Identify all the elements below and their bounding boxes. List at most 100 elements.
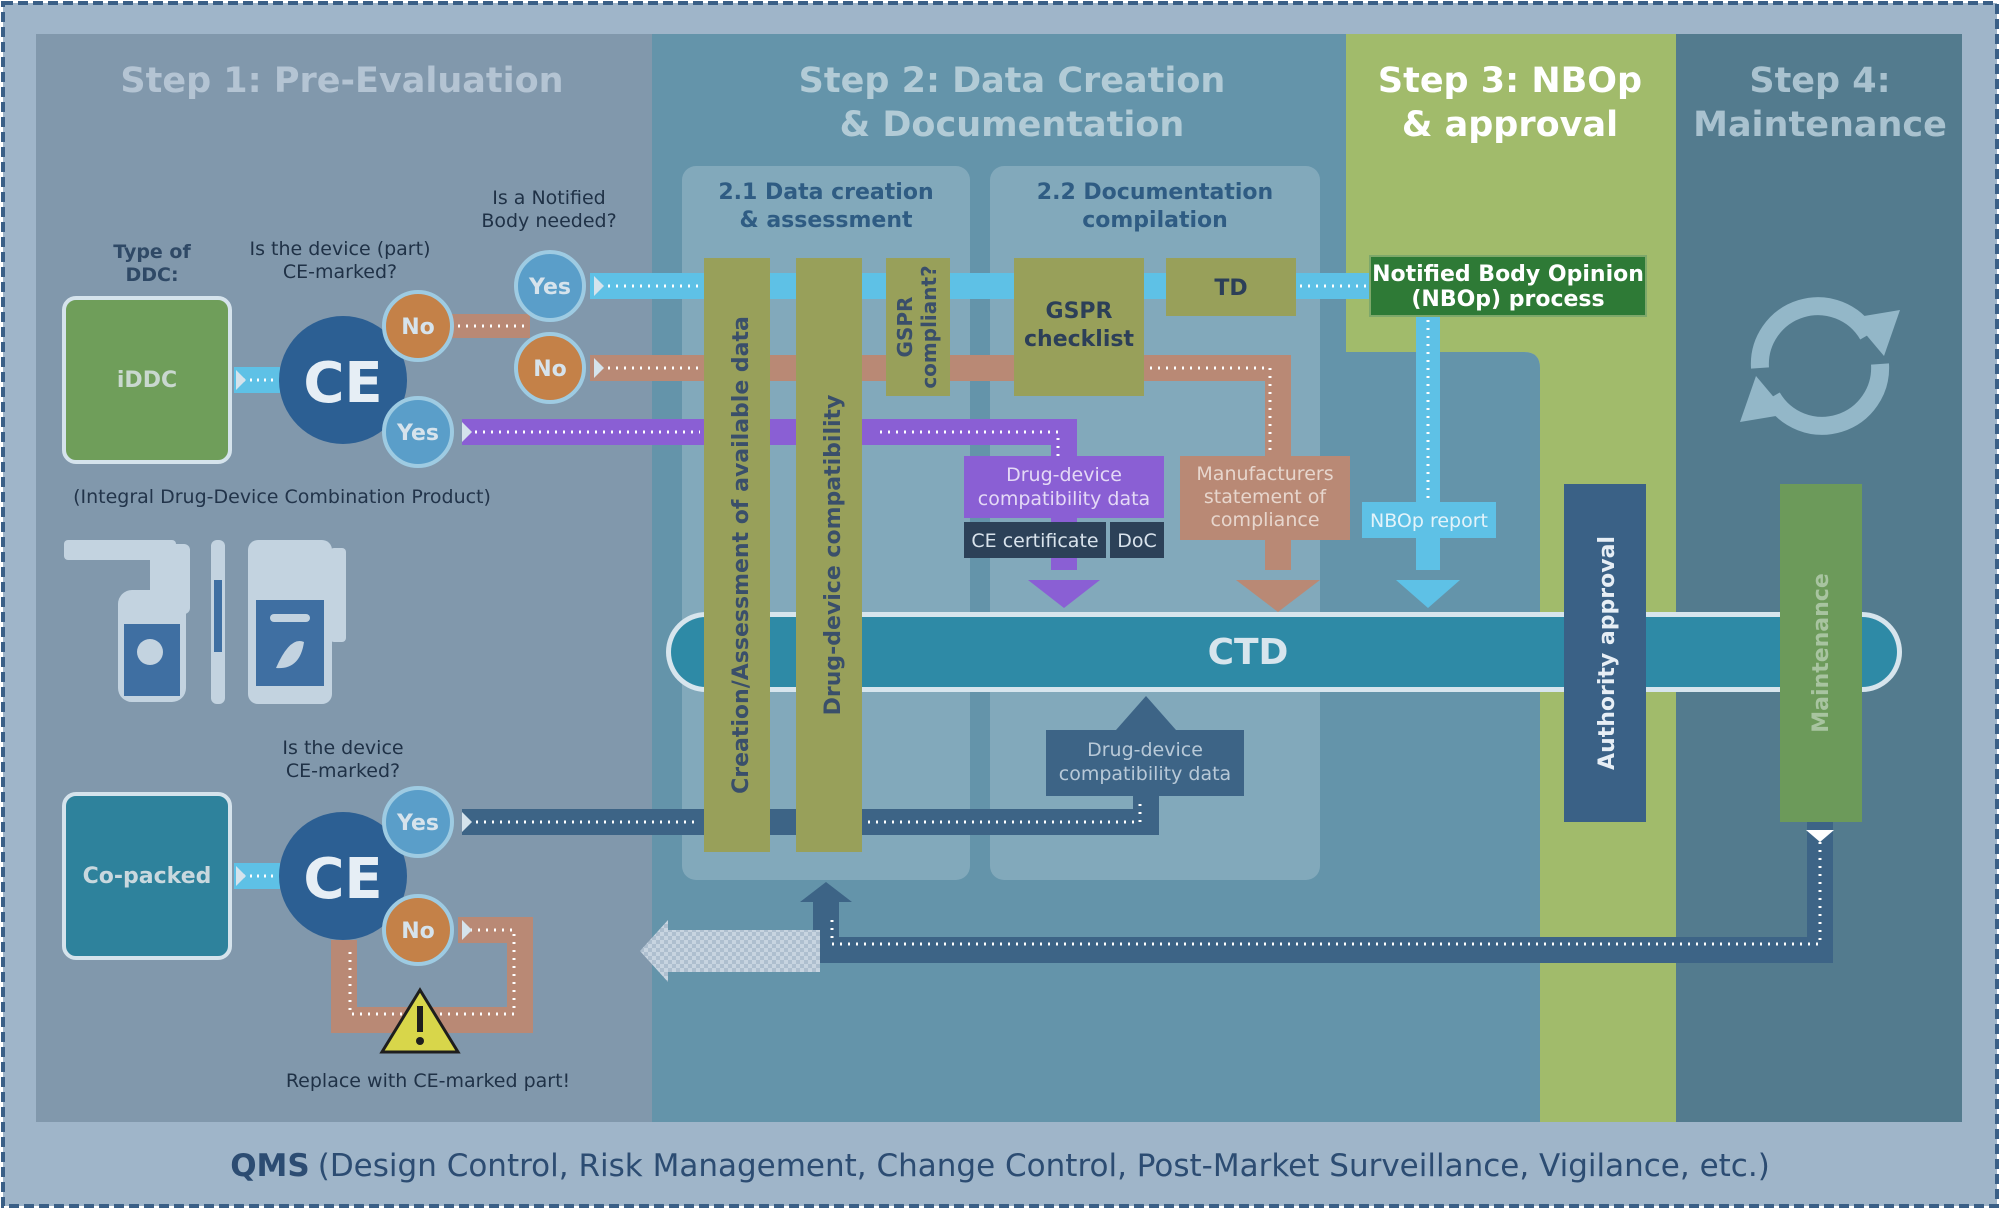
- svg-text:No: No: [533, 357, 567, 382]
- ddc-type-label-line1: Type of: [113, 241, 191, 263]
- bar-creation-assessment: [704, 258, 770, 852]
- copacked-arrow-tip: [236, 866, 246, 886]
- q-ce-marked-part-line1: Is the device (part): [249, 238, 430, 260]
- manufacturers-statement-box: [1180, 456, 1350, 540]
- step3-title-line1: Step 3: NBOp: [1378, 61, 1642, 101]
- ctd-label: CTD: [1208, 632, 1289, 673]
- maintenance-label: Maintenance: [1809, 573, 1834, 733]
- qms-details: (Design Control, Risk Management, Change…: [318, 1148, 1770, 1184]
- q-nb-needed-line2: Body needed?: [481, 210, 616, 232]
- flow-maintenance-loop: [813, 812, 1833, 963]
- ce-mark-upper: [279, 316, 407, 444]
- svg-text:Yes: Yes: [396, 421, 439, 446]
- compat-data-box: [964, 456, 1164, 518]
- bar-compatibility-label: Drug-device compatibility: [821, 395, 846, 716]
- bar-creation-assessment-label: Creation/Assessment of available data: [729, 316, 754, 794]
- iddc-caption: (Integral Drug-Device Combination Produc…: [73, 486, 491, 508]
- authority-approval-label: Authority approval: [1595, 536, 1620, 770]
- bar-drug-device-compatibility: [796, 258, 862, 852]
- q-ce-marked-line1: Is the device: [282, 737, 403, 759]
- answer-ce-upper-no: No: [382, 290, 454, 362]
- flow-ce-yes-dots: [475, 430, 1060, 456]
- flow-copacked-no-dots: [348, 928, 516, 1016]
- gspr-checklist-box: [1014, 258, 1144, 396]
- nbop-report-label: NBOp report: [1370, 510, 1488, 532]
- copacked-no-arrow-tip: [462, 920, 472, 940]
- gspr-checklist-line2: checklist: [1024, 327, 1134, 352]
- copacked-compat-data-box: [1046, 730, 1244, 796]
- compat-data-line1: Drug-device: [1006, 464, 1122, 486]
- warning-icon-bar: [417, 1006, 423, 1032]
- flow-copacked-yes-dots: [476, 800, 1142, 824]
- gspr-checklist-line1: GSPR: [1046, 299, 1113, 324]
- ce-mark-lower-text: CE: [303, 847, 382, 912]
- faded-arrow-shaft: [668, 930, 820, 972]
- svg-text:No: No: [401, 315, 435, 340]
- ce-mark-lower: [279, 812, 407, 940]
- svg-text:Yes: Yes: [396, 811, 439, 836]
- td-box: [1166, 258, 1296, 316]
- panel-2-1-title-line1: 2.1 Data creation: [718, 180, 933, 205]
- iddc-box: [62, 296, 232, 464]
- nb-no-arrow-tip: [594, 358, 604, 378]
- maintenance-bar: [1780, 484, 1862, 822]
- panel-2-1-title-line2: & assessment: [739, 208, 912, 233]
- panel-2-2-title-line2: compilation: [1082, 208, 1228, 233]
- step2-column-extension: [1346, 352, 1540, 1122]
- nbop-process-box: [1369, 255, 1647, 317]
- drug-device-products-illustration: [64, 540, 346, 704]
- flow-copacked-arrowhead: [1116, 696, 1176, 730]
- step2-title-line2: & Documentation: [840, 105, 1185, 145]
- warning-text: Replace with CE-marked part!: [286, 1070, 570, 1092]
- copacked-yes-arrow-tip: [462, 812, 472, 832]
- doc-tag: [1110, 522, 1164, 558]
- bar-gspr-compliant: [886, 258, 950, 396]
- td-label: TD: [1214, 276, 1247, 301]
- step3-title-line2: & approval: [1402, 105, 1618, 145]
- svg-text:No: No: [401, 919, 435, 944]
- step4-title-line2: Maintenance: [1693, 105, 1947, 145]
- flow-copacked-no-loop: [331, 917, 533, 1033]
- flow-nb-no-arrowhead: [1236, 580, 1320, 612]
- bar-gspr-compliant-line1: GSPR: [893, 297, 917, 358]
- flow-maintenance-arrowhead: [800, 882, 852, 902]
- ce-mark-upper-text: CE: [303, 351, 382, 416]
- bar-gspr-compliant-line2: compliant?: [917, 265, 941, 388]
- ddc-type-label-line2: DDC:: [125, 264, 178, 286]
- maintenance-arrow-tip: [1806, 830, 1834, 842]
- step2-title-line1: Step 2: Data Creation: [799, 61, 1226, 101]
- flow-ce-yes-arrowhead: [1028, 580, 1100, 608]
- copacked-compat-line1: Drug-device: [1087, 739, 1203, 761]
- nbop-process-line1: Notified Body Opinion: [1372, 262, 1644, 287]
- answer-nb-yes: Yes: [514, 250, 586, 322]
- q-nb-needed-line1: Is a Notified: [492, 187, 606, 209]
- q-ce-marked-line2: CE-marked?: [286, 760, 400, 782]
- iddc-label: iDDC: [117, 368, 177, 393]
- qms-footer: QMS(Design Control, Risk Management, Cha…: [230, 1148, 1770, 1184]
- refresh-cycle-icon: [1740, 297, 1900, 435]
- manufacturers-line2: statement of: [1204, 486, 1327, 508]
- manufacturers-line3: compliance: [1210, 509, 1319, 531]
- answer-copacked-yes: Yes: [382, 786, 454, 858]
- copacked-label: Co-packed: [83, 864, 212, 889]
- answer-ce-upper-yes: Yes: [382, 396, 454, 468]
- svg-text:Yes: Yes: [528, 275, 571, 300]
- flow-nb-no-dots: [600, 366, 1272, 460]
- nbop-report-tag: [1362, 502, 1496, 538]
- ce-certificate-label: CE certificate: [971, 530, 1098, 552]
- iddc-arrow-tip: [236, 370, 246, 390]
- answer-nb-no: No: [514, 332, 586, 404]
- compat-data-line2: compatibility data: [978, 488, 1150, 510]
- step1-title: Step 1: Pre-Evaluation: [120, 61, 563, 101]
- faded-arrow-head: [640, 920, 668, 982]
- answer-copacked-no: No: [382, 894, 454, 966]
- authority-approval-bar: [1564, 484, 1646, 822]
- step4-title-line1: Step 4:: [1749, 61, 1890, 101]
- copacked-compat-line2: compatibility data: [1059, 763, 1231, 785]
- nbop-process-line2: (NBOp) process: [1411, 287, 1604, 312]
- qms-label: QMS: [230, 1148, 310, 1184]
- flow-nbop-arrowhead: [1396, 580, 1460, 608]
- copacked-box: [62, 792, 232, 960]
